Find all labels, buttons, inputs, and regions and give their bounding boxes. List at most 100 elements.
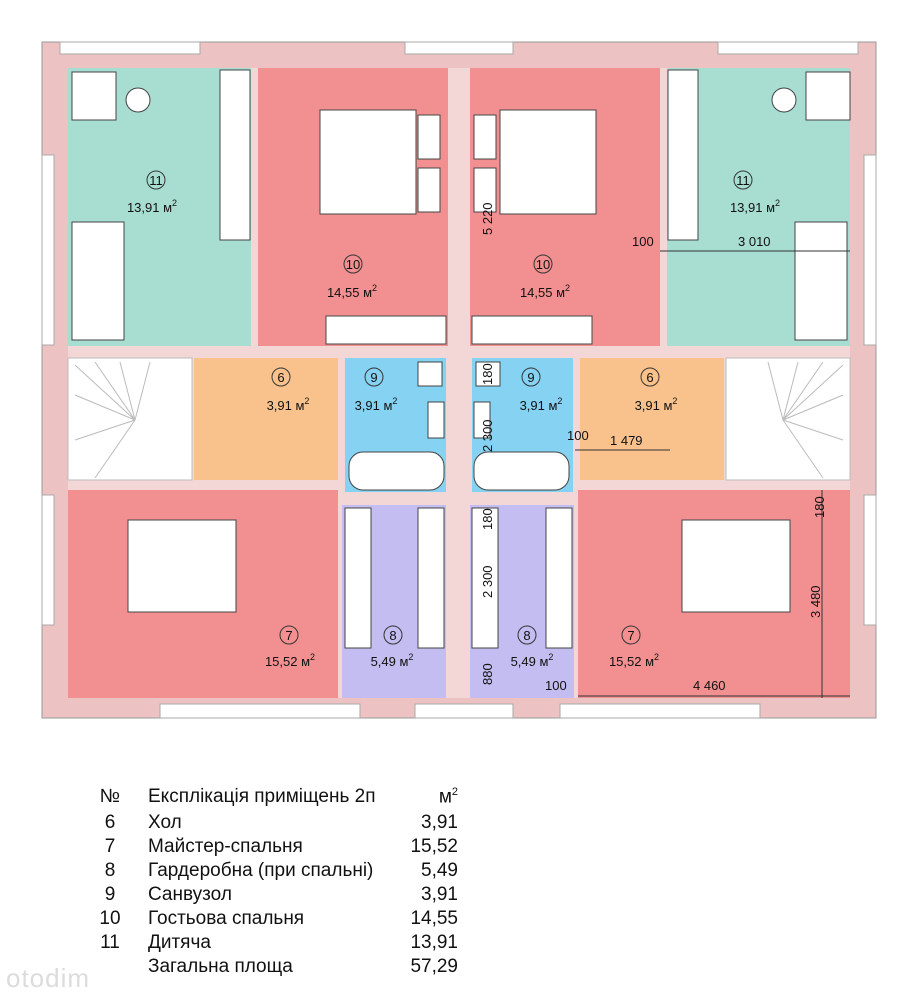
bathtub-icon [348,451,445,491]
window [41,494,55,626]
svg-text:6: 6 [277,370,284,385]
toilet-icon [417,361,443,387]
svg-text:5,49 м2: 5,49 м2 [371,652,414,669]
room-label-9-left: 9 3,91 м2 [355,367,398,413]
svg-text:15,52 м2: 15,52 м2 [265,652,315,669]
svg-text:3,91 м2: 3,91 м2 [520,396,563,413]
furniture [71,69,851,649]
room-6-left [194,358,338,480]
room-label-10-left: 10 14,55 м2 [327,254,377,300]
svg-text:13,91 м2: 13,91 м2 [730,198,780,215]
room-label-6-right: 6 3,91 м2 [635,367,678,413]
svg-text:14,55 м2: 14,55 м2 [520,283,570,300]
room-label-8-right: 8 5,49 м2 [511,625,554,669]
table-total-row: Загальна площа 57,29 [148,956,458,977]
bed-icon [127,519,237,613]
svg-text:3,91 м2: 3,91 м2 [267,396,310,413]
stairs-right [725,357,851,481]
wardrobe-icon [344,507,372,649]
svg-text:8: 8 [523,628,530,643]
dimension-label: 2 300 [480,419,495,452]
stairs-left [67,357,193,481]
window [863,154,877,346]
dimension-label: 5 220 [480,202,495,235]
room-label-8-left: 8 5,49 м2 [371,625,414,669]
sink-icon [427,401,445,439]
table-row: 8 Гардеробна (при спальні) 5,49 [104,860,458,881]
room-label-9-right: 9 3,91 м2 [520,367,563,413]
header-num: № [99,786,121,807]
table-row: 9 Санвузол 3,91 [104,884,458,905]
window [159,703,361,719]
dimension-label: 100 [545,678,567,693]
dimension-label: 100 [567,428,589,443]
svg-text:13,91 м2: 13,91 м2 [127,198,177,215]
wardrobe-icon [219,69,251,241]
svg-text:6: 6 [646,370,653,385]
chair-icon [771,87,797,113]
svg-text:5,49 м2: 5,49 м2 [511,652,554,669]
room-explication-table: № Експлікація приміщень 2п м2 6 Хол 3,91… [0,780,914,990]
single-bed-icon [794,221,848,341]
svg-text:9: 9 [527,370,534,385]
dimension-label: 180 [480,508,495,530]
header-name: Експлікація приміщень 2п [148,786,376,807]
table-header: № Експлікація приміщень 2п м2 [0,786,914,810]
pillow-icon [417,167,441,213]
table-row: 6 Хол 3,91 [104,812,458,833]
room-6-right [580,358,724,480]
wardrobe-icon [417,507,445,649]
table-row: 11 Дитяча 13,91 [100,932,458,953]
wardrobe-icon [325,315,447,345]
svg-text:14,55 м2: 14,55 м2 [327,283,377,300]
dimension-labels: 5 220 100 3 010 180 2 300 100 1 479 180 … [480,202,827,693]
dimension-label: 180 [480,363,495,385]
window [41,154,55,346]
room-label-6-left: 6 3,91 м2 [267,367,310,413]
svg-text:7: 7 [627,628,634,643]
svg-text:11: 11 [149,173,163,188]
svg-text:9: 9 [370,370,377,385]
room-label-7-left: 7 15,52 м2 [265,625,315,669]
pillow-icon [473,114,497,160]
window [404,41,514,55]
sink-icon [473,401,491,439]
dimension-label: 2 300 [480,565,495,598]
pillow-icon [473,167,497,213]
wardrobe-icon [545,507,573,649]
svg-text:11: 11 [736,173,750,188]
bed-icon [681,519,791,613]
bathtub-icon [473,451,570,491]
wardrobe-icon [667,69,699,241]
desk-icon [71,71,117,121]
window [863,494,877,626]
window [414,703,514,719]
room-label-7-right: 7 15,52 м2 [609,625,659,669]
window [559,703,761,719]
dimension-label: 3 010 [738,234,771,249]
wardrobe-icon [471,315,593,345]
dimension-label: 4 460 [693,678,726,693]
dimension-label: 100 [632,234,654,249]
wardrobe-icon [471,507,499,649]
table-row: 7 Майстер-спальня 15,52 [104,836,458,857]
svg-text:3,91 м2: 3,91 м2 [355,396,398,413]
room-labels: 11 13,91 м2 10 14,55 м2 10 14,55 м2 11 1… [127,170,780,669]
svg-text:7: 7 [285,628,292,643]
floor-plan: 11 13,91 м2 10 14,55 м2 10 14,55 м2 11 1… [41,41,877,719]
dimension-label: 880 [480,663,495,685]
single-bed-icon [71,221,125,341]
room-label-10-right: 10 14,55 м2 [520,254,570,300]
dimension-label: 180 [812,496,827,518]
stairs-lines [74,361,844,479]
svg-text:8: 8 [389,628,396,643]
desk-icon [805,71,851,121]
svg-text:3,91 м2: 3,91 м2 [635,396,678,413]
dimension-lines [575,250,850,698]
svg-text:10: 10 [536,257,550,272]
bed-icon [319,109,417,215]
pillow-icon [417,114,441,160]
room-label-11-right: 11 13,91 м2 [730,170,780,215]
toilet-icon [475,361,501,387]
windows [41,41,877,719]
